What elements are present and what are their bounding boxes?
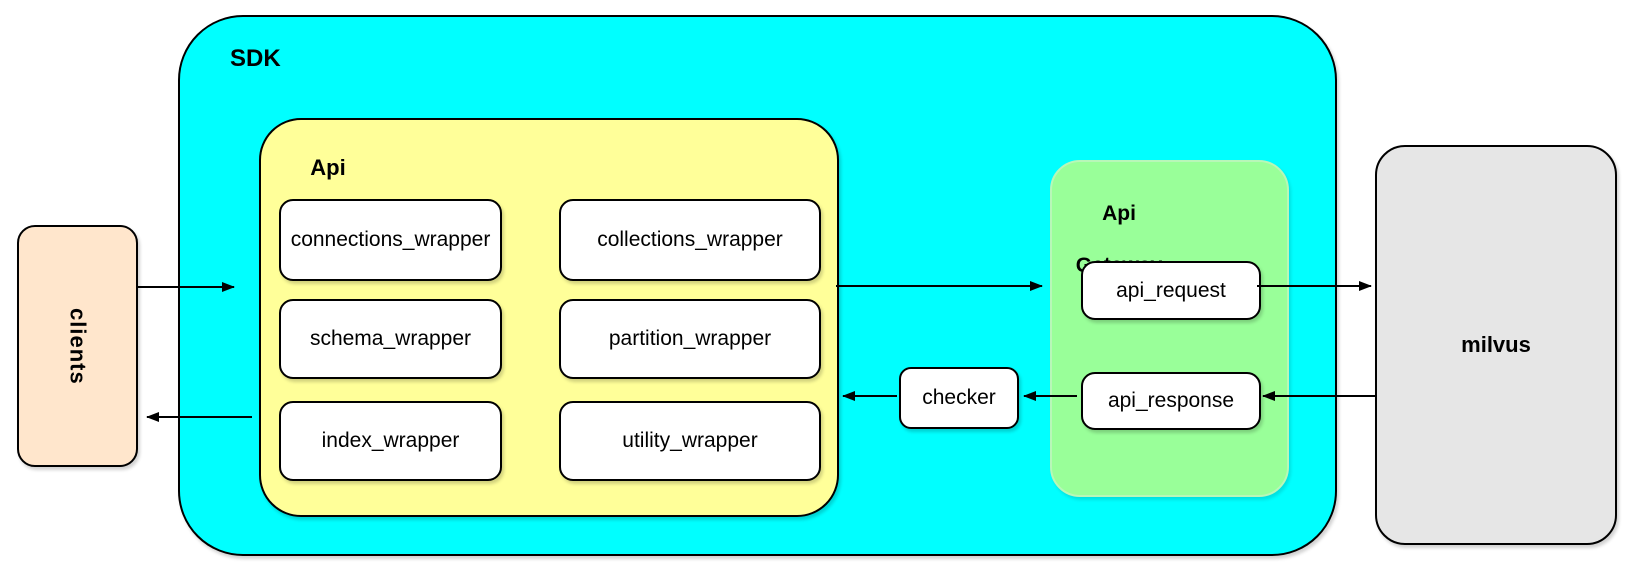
clients-box: clients xyxy=(17,225,138,467)
utility-wrapper-box: utility_wrapper xyxy=(559,401,821,481)
api-request-box: api_request xyxy=(1081,261,1261,320)
checker-box: checker xyxy=(899,367,1019,429)
api-request-label: api_request xyxy=(1116,278,1226,302)
partition-wrapper-label: partition_wrapper xyxy=(608,327,772,350)
clients-label: clients xyxy=(65,307,91,385)
collections-wrapper-box: collections_wrapper xyxy=(559,199,821,281)
schema-wrapper-box: schema_wrapper xyxy=(279,299,502,379)
utility-wrapper-label: utility_wrapper xyxy=(622,429,758,452)
checker-label: checker xyxy=(922,386,996,409)
milvus-box: milvus xyxy=(1375,145,1617,545)
index-wrapper-box: index_wrapper xyxy=(279,401,502,481)
sdk-label: SDK xyxy=(230,45,281,72)
api-gateway-label-line1: Api xyxy=(1102,202,1136,225)
api-wrapper-container: Api Wrapper connections_wrapper collecti… xyxy=(259,118,839,517)
api-response-label: api_response xyxy=(1107,389,1235,412)
sdk-container: SDK Api Wrapper connections_wrapper coll… xyxy=(178,15,1337,556)
api-wrapper-label-line1: Api xyxy=(310,155,346,180)
connections-wrapper-label: connections_wrapper xyxy=(290,228,491,251)
milvus-label: milvus xyxy=(1461,332,1531,357)
index-wrapper-label: index_wrapper xyxy=(321,429,460,452)
connections-wrapper-box: connections_wrapper xyxy=(279,199,502,281)
partition-wrapper-box: partition_wrapper xyxy=(559,299,821,379)
api-gateway-container: Api Gateway api_request api_response xyxy=(1050,160,1289,497)
collections-wrapper-label: collections_wrapper xyxy=(597,228,783,251)
schema-wrapper-label: schema_wrapper xyxy=(309,327,472,350)
api-response-box: api_response xyxy=(1081,372,1261,430)
